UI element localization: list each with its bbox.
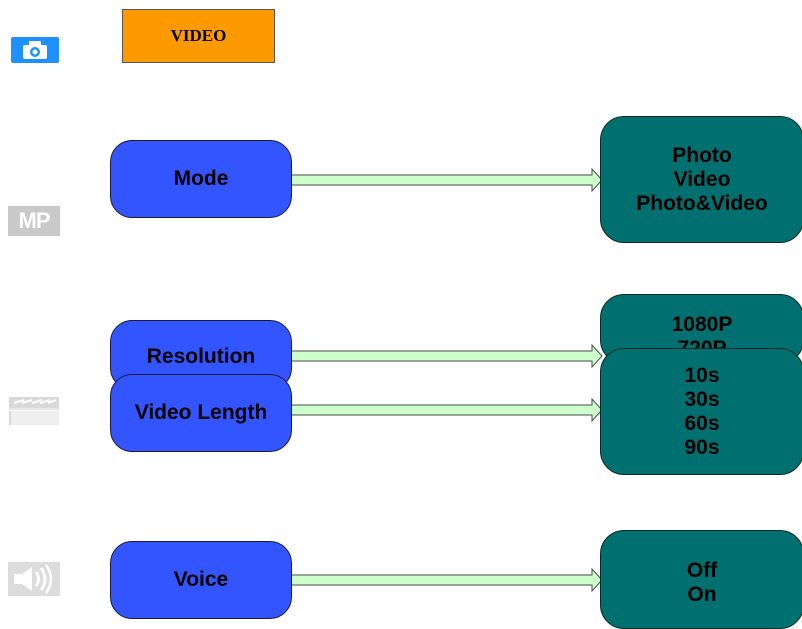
voice-label: Voice [173, 568, 229, 591]
voice-arrow [287, 567, 603, 593]
mode-option[interactable]: Photo&Video [636, 191, 768, 215]
video-length-arrow [287, 397, 603, 423]
resolution-option[interactable]: 1080P [671, 313, 733, 336]
voice-options: Off On [600, 530, 802, 629]
camera-icon [11, 37, 59, 63]
film-strip-icon [9, 397, 59, 425]
speaker-icon [8, 562, 60, 596]
mode-options: Photo Video Photo&Video [600, 116, 802, 243]
video-length-options: 10s 30s 60s 90s [600, 348, 802, 475]
mode-label: Mode [173, 167, 229, 190]
mode-arrow [287, 167, 603, 193]
mp-icon: MP [8, 206, 60, 236]
resolution-label: Resolution [146, 345, 256, 368]
mode-option[interactable]: Photo [672, 143, 732, 167]
video-length-option[interactable]: 30s [684, 387, 720, 411]
menu-title: VIDEO [122, 9, 275, 63]
video-length-setting[interactable]: Video Length [110, 374, 292, 452]
resolution-arrow [287, 343, 603, 369]
voice-setting[interactable]: Voice [110, 541, 292, 619]
voice-option[interactable]: Off [686, 559, 718, 582]
video-length-option[interactable]: 60s [684, 411, 720, 435]
mp-icon-text: MP [18, 208, 51, 233]
mode-setting[interactable]: Mode [110, 140, 292, 218]
video-length-label: Video Length [134, 401, 268, 424]
mode-option[interactable]: Video [673, 167, 731, 191]
video-length-option[interactable]: 90s [684, 435, 720, 459]
voice-option[interactable]: On [687, 583, 717, 606]
video-length-option[interactable]: 10s [684, 363, 720, 387]
